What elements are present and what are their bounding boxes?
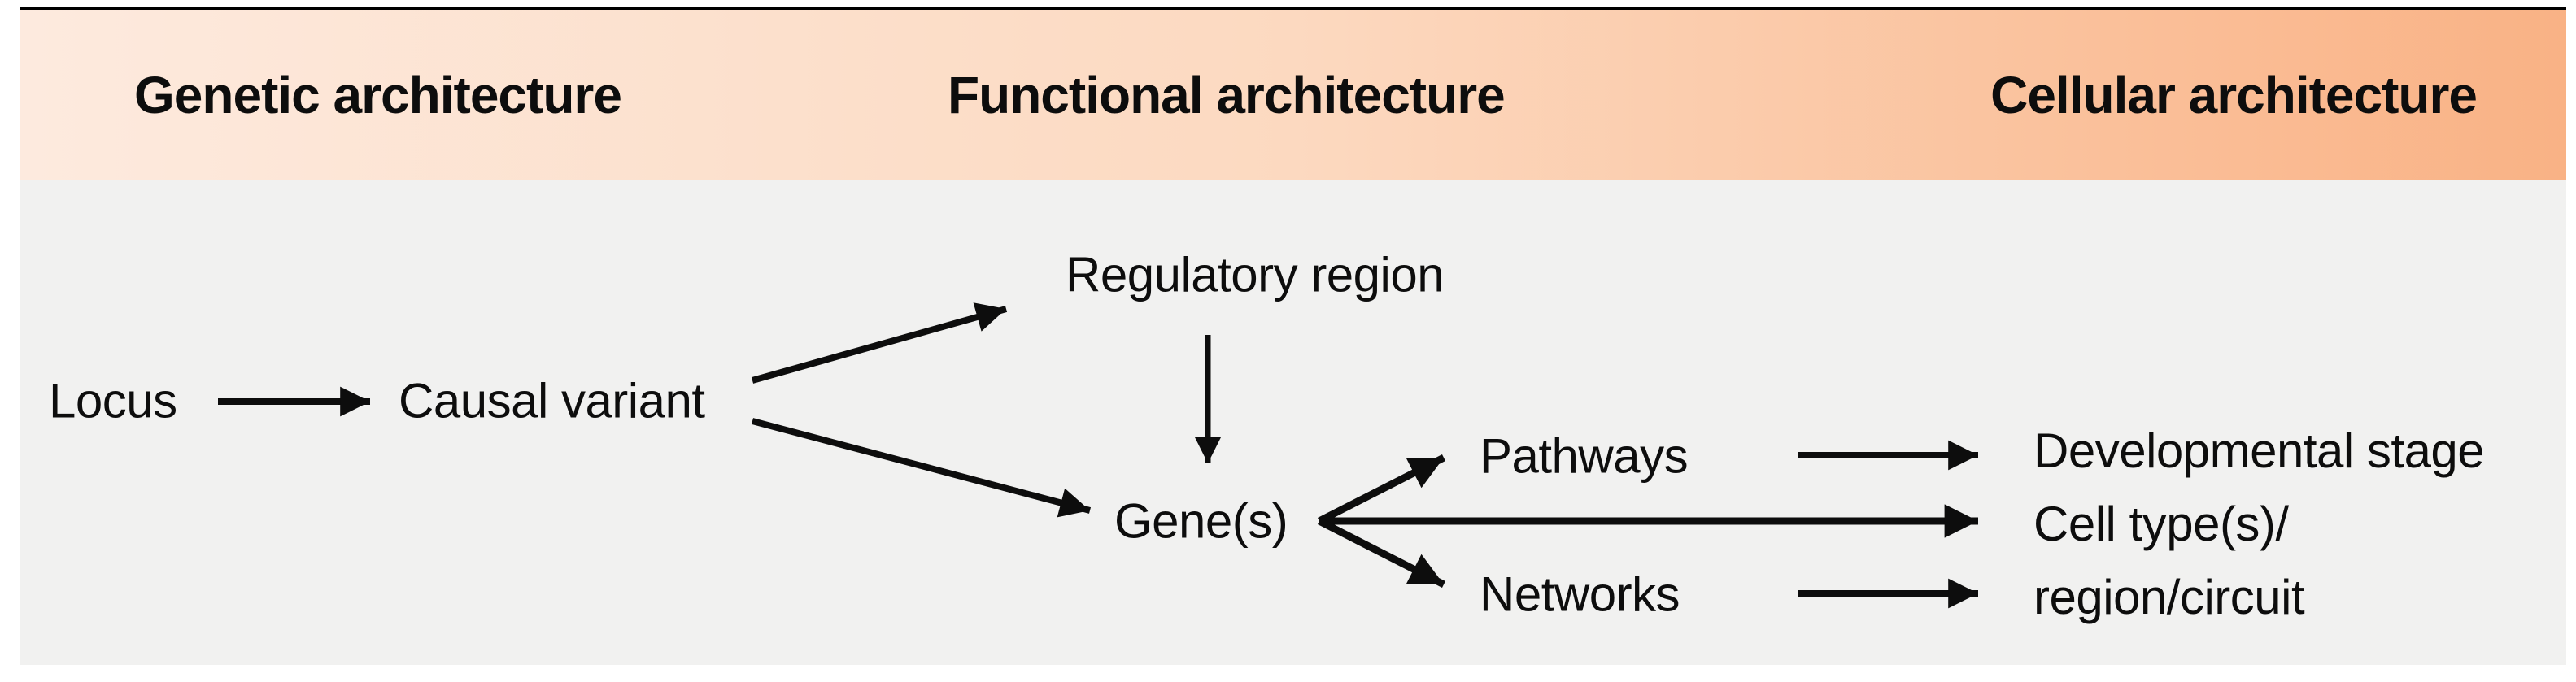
node-cell-types-line2: region/circuit bbox=[2033, 570, 2305, 624]
node-causal-variant: Causal variant bbox=[399, 373, 705, 428]
header-genetic-architecture: Genetic architecture bbox=[134, 66, 622, 124]
node-networks: Networks bbox=[1480, 567, 1680, 622]
node-locus: Locus bbox=[49, 373, 177, 428]
node-genes: Gene(s) bbox=[1114, 493, 1288, 549]
header-band: Genetic architecture Functional architec… bbox=[20, 7, 2566, 180]
diagram-body bbox=[20, 180, 2566, 665]
node-cellular-outcomes: Developmental stage Cell type(s)/ region… bbox=[2033, 415, 2485, 634]
node-regulatory-region: Regulatory region bbox=[1066, 247, 1445, 302]
header-cellular-architecture: Cellular architecture bbox=[1990, 66, 2478, 124]
node-cell-types-line1: Cell type(s)/ bbox=[2033, 497, 2289, 551]
node-pathways: Pathways bbox=[1480, 428, 1689, 484]
header-functional-architecture: Functional architecture bbox=[948, 66, 1506, 124]
node-developmental-stage: Developmental stage bbox=[2033, 424, 2485, 478]
